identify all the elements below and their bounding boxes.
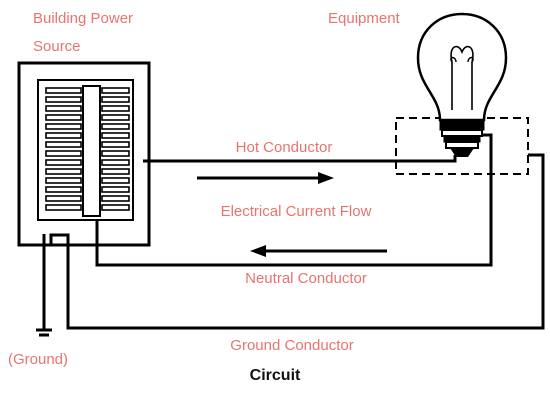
breaker-panel [17, 61, 151, 247]
breaker-slot [101, 114, 130, 121]
breaker-slot [101, 123, 130, 130]
breaker-slot [45, 186, 82, 193]
breaker-slot [101, 177, 130, 184]
breaker-slot [45, 195, 82, 202]
breaker-slot [101, 204, 130, 211]
current-flow-label: Electrical Current Flow [220, 203, 372, 220]
equipment-label: Equipment [328, 10, 400, 27]
breaker-slot [45, 123, 82, 130]
breaker-slot [45, 87, 82, 94]
breaker-slot [101, 96, 130, 103]
breaker-slot [45, 105, 82, 112]
breaker-slot [101, 159, 130, 166]
breaker-slot [45, 177, 82, 184]
breaker-slot [45, 159, 82, 166]
hot-conductor-label: Hot Conductor [235, 139, 333, 156]
panel-bus-bar [82, 85, 101, 217]
ground-label: (Ground) [8, 351, 69, 368]
light-bulb-icon [416, 12, 508, 157]
breaker-slot [45, 132, 82, 139]
breaker-slot [101, 195, 130, 202]
power-source-label-line2: Source [33, 38, 81, 55]
current-flow-arrow-left [250, 245, 387, 257]
breaker-slot [101, 186, 130, 193]
breaker-slot [45, 168, 82, 175]
power-source-label-line1: Building Power [33, 10, 134, 27]
breaker-slot [45, 96, 82, 103]
breaker-slot [45, 114, 82, 121]
breaker-slot [45, 150, 82, 157]
breaker-slot [101, 105, 130, 112]
neutral-conductor-label: Neutral Conductor [245, 270, 367, 287]
breaker-row-right [101, 87, 130, 211]
breaker-slot [101, 168, 130, 175]
ground-symbol [36, 234, 52, 337]
breaker-slot [45, 204, 82, 211]
diagram-caption: Circuit [249, 367, 301, 384]
breaker-slot [101, 141, 130, 148]
breaker-slot [45, 141, 82, 148]
breaker-slot [101, 150, 130, 157]
ground-conductor-label: Ground Conductor [230, 337, 354, 354]
ground-conductor-wire [49, 153, 545, 330]
breaker-slot [101, 87, 130, 94]
hot-conductor-wire [143, 155, 457, 163]
breaker-row-left [45, 87, 82, 211]
breaker-slot [101, 132, 130, 139]
current-flow-arrow-right [197, 172, 334, 184]
